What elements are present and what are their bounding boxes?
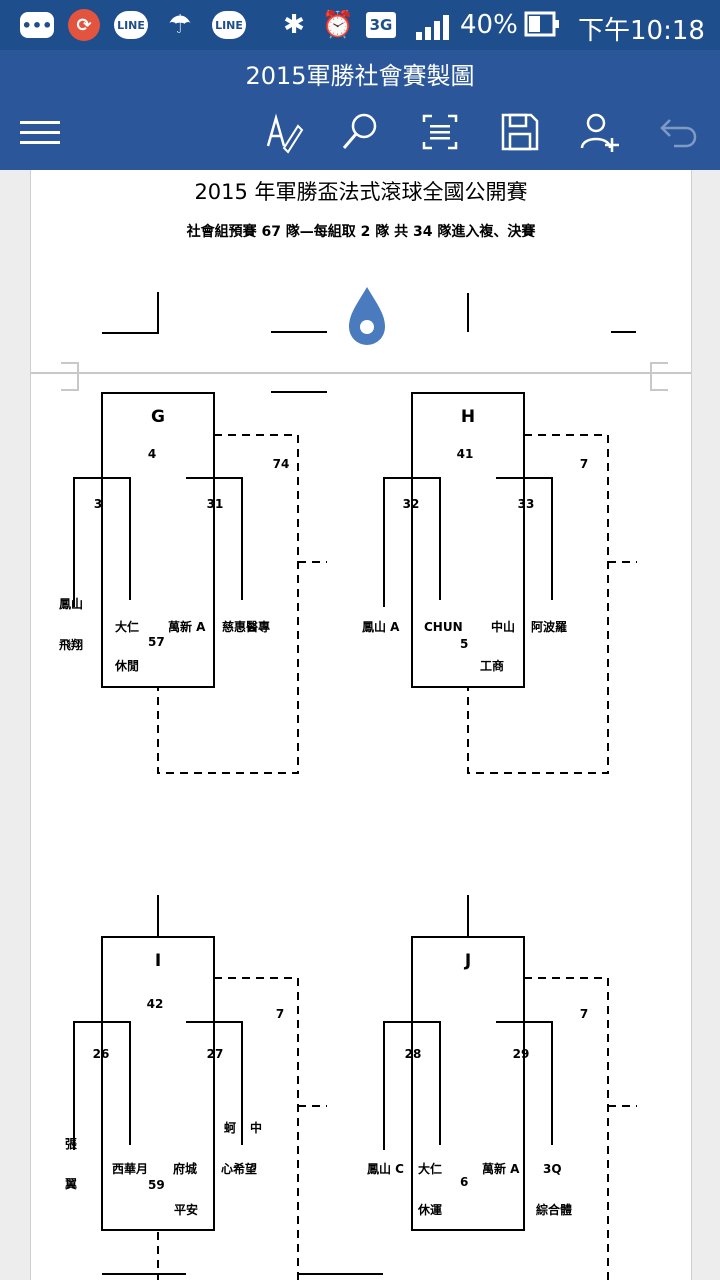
group-i-side-no: 7 — [276, 1007, 284, 1021]
network-type: 3G — [366, 12, 396, 38]
group-h-team: 阿波羅 — [531, 619, 567, 634]
group-g-top-no: 4 — [148, 447, 156, 461]
group-j-team: 休運 — [417, 1202, 442, 1217]
group-g-team: 飛翔 — [58, 637, 83, 652]
group-g-team: 鳳山 — [59, 596, 83, 611]
group-h-team: 中山 — [491, 619, 515, 634]
group-j-team: 3Q — [543, 1162, 562, 1176]
group-h-team: CHUN — [424, 620, 463, 634]
group-j-team: 鳳山 C — [367, 1161, 404, 1176]
group-g-center-no: 57 — [148, 635, 165, 649]
group-h-name: H — [461, 407, 475, 427]
group-j-team: 大仁 — [418, 1161, 442, 1176]
group-g-team: 慈惠醫專 — [222, 619, 270, 634]
group-g-right-no: 31 — [207, 497, 224, 511]
reading-view-icon[interactable] — [416, 110, 464, 154]
group-h-right-no: 33 — [518, 497, 535, 511]
battery-percent: 40% — [460, 10, 518, 40]
group-i-team: 西華月 — [112, 1161, 148, 1176]
group-g-team: 萬新 A — [168, 619, 206, 634]
document-title: 2015軍勝社會賽製圖 — [245, 62, 475, 90]
group-j-team: 萬新 A — [482, 1161, 520, 1176]
line-icon: LINE — [212, 11, 246, 39]
status-bar: ••• ⟳ LINE ☂ LINE ✱ ⏰ 3G 40% 下午10:18 — [0, 0, 720, 50]
group-h-top-no: 41 — [457, 447, 474, 461]
signal-icon — [414, 14, 454, 40]
bracket-drawing: G 4 3 31 74 鳳山 飛翔 大仁 休閒 57 萬新 A 慈惠醫專 H 4… — [31, 287, 691, 1280]
group-i-team: 府城 — [173, 1161, 197, 1176]
search-icon[interactable] — [336, 110, 384, 154]
group-g-side-no: 74 — [273, 457, 290, 471]
group-g-team: 大仁 — [115, 619, 139, 634]
group-i-center-no: 59 — [148, 1178, 165, 1192]
clock: 下午10:18 — [578, 16, 705, 46]
group-i-right-no: 27 — [207, 1047, 224, 1061]
chat-icon: ••• — [20, 12, 54, 38]
group-j-team: 綜合體 — [536, 1202, 572, 1217]
group-i-team: 心希望 — [221, 1161, 257, 1176]
group-j-side-no: 7 — [580, 1007, 588, 1021]
group-j-name: J — [464, 951, 471, 971]
group-h-team: 鳳山 A — [362, 619, 400, 634]
battery-icon — [524, 10, 560, 38]
group-i-team: 中 — [250, 1120, 262, 1135]
sync-icon: ⟳ — [68, 9, 100, 41]
draw-icon[interactable] — [258, 110, 306, 154]
line-icon: LINE — [114, 11, 148, 39]
group-h-side-no: 7 — [580, 457, 588, 471]
alarm-icon: ⏰ — [321, 10, 355, 40]
group-i-team: 張 — [65, 1137, 78, 1151]
group-h-team: 工商 — [480, 658, 504, 673]
bracket-title: 2015 年軍勝盃法式滾球全國公開賽 — [194, 180, 528, 204]
group-i-top-no: 42 — [147, 997, 164, 1011]
group-i-name: I — [155, 951, 161, 971]
group-i-left-no: 26 — [93, 1047, 110, 1061]
group-g-left-no: 3 — [94, 497, 102, 511]
group-j-right-no: 29 — [513, 1047, 530, 1061]
app-bar: 2015軍勝社會賽製圖 — [0, 50, 720, 170]
group-g-name: G — [151, 407, 165, 427]
group-j-left-no: 28 — [405, 1047, 422, 1061]
document-page[interactable]: 2015 年軍勝盃法式滾球全國公開賽 社會組預賽 67 隊—每組取 2 隊 共 … — [30, 170, 692, 1280]
weather-icon: ☂ — [168, 10, 192, 40]
undo-icon[interactable] — [656, 110, 704, 154]
share-icon[interactable] — [576, 110, 624, 154]
group-h-center-no: 5 — [460, 637, 468, 651]
group-i-team: 翼 — [64, 1177, 77, 1191]
group-g-team: 休閒 — [114, 658, 139, 673]
group-i-team: 平安 — [174, 1202, 198, 1217]
cursor-drop-icon — [349, 287, 385, 345]
bracket-subtitle: 社會組預賽 67 隊—每組取 2 隊 共 34 隊進入複、決賽 — [186, 224, 536, 240]
group-i-team: 蚵 — [224, 1120, 236, 1135]
save-icon[interactable] — [496, 110, 544, 154]
menu-icon[interactable] — [16, 110, 64, 154]
group-j-center-no: 6 — [460, 1175, 468, 1189]
group-h-left-no: 32 — [403, 497, 420, 511]
bluetooth-icon: ✱ — [283, 10, 305, 40]
